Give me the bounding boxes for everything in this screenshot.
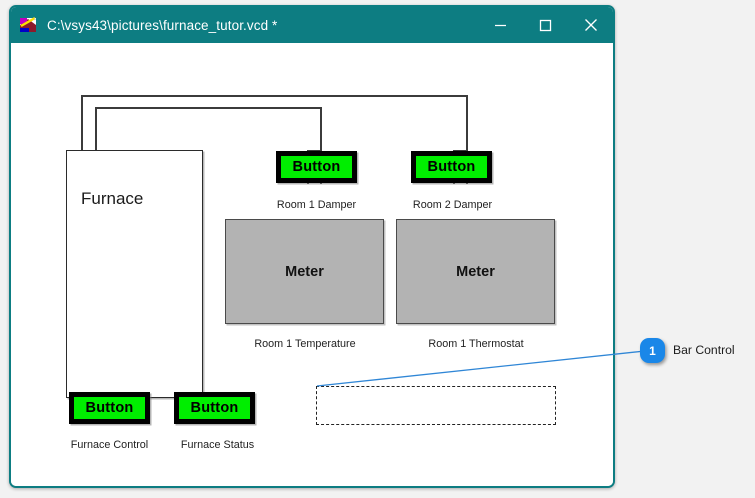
minimize-icon	[495, 24, 506, 26]
bar-control-widget[interactable]	[316, 386, 556, 425]
maximize-icon	[539, 19, 552, 31]
caption-room-2-damper: Room 2 Damper	[412, 199, 493, 211]
window-controls	[478, 7, 613, 43]
caption-room-1-temperature: Room 1 Temperature	[254, 338, 356, 350]
button-widget-furnace-status[interactable]: Button	[174, 392, 255, 424]
button-face: Button	[179, 397, 250, 419]
meter-widget-room-1-thermostat[interactable]: Meter	[396, 219, 555, 324]
close-button[interactable]	[568, 7, 613, 43]
button-widget-furnace-control[interactable]: Button	[69, 392, 150, 424]
meter-face: Meter	[285, 263, 324, 280]
wire-segment	[95, 107, 321, 109]
caption-room-1-damper: Room 1 Damper	[276, 199, 357, 211]
wire-segment	[307, 150, 321, 152]
app-icon-glyph	[20, 16, 36, 32]
caption-furnace-control: Furnace Control	[70, 439, 149, 451]
wire-segment	[453, 150, 467, 152]
meter-widget-room-1-temperature[interactable]: Meter	[225, 219, 384, 324]
furnace-block[interactable]: Furnace	[66, 150, 203, 398]
wire-segment	[320, 107, 322, 184]
app-icon	[19, 16, 37, 34]
caption-furnace-status: Furnace Status	[180, 439, 255, 451]
close-icon	[584, 19, 597, 31]
button-widget-room-1-damper[interactable]: Button	[276, 151, 357, 183]
meter-face: Meter	[456, 263, 495, 280]
diagram-canvas[interactable]: Furnace Button Room 1 Damper Button Room…	[11, 43, 613, 486]
wire-segment	[81, 95, 83, 150]
maximize-button[interactable]	[523, 7, 568, 43]
button-face: Button	[281, 156, 352, 178]
button-face: Button	[74, 397, 145, 419]
annotation-badge-1: 1	[640, 338, 665, 363]
wire-segment	[95, 107, 97, 150]
window-titlebar[interactable]: C:\vsys43\pictures\furnace_tutor.vcd *	[11, 7, 613, 43]
application-window: C:\vsys43\pictures\furnace_tutor.vcd *	[9, 5, 615, 488]
wire-segment	[81, 95, 467, 97]
button-face: Button	[416, 156, 487, 178]
annotation-label-bar-control: Bar Control	[673, 343, 735, 357]
furnace-label: Furnace	[81, 189, 144, 208]
minimize-button[interactable]	[478, 7, 523, 43]
button-widget-room-2-damper[interactable]: Button	[411, 151, 492, 183]
window-title: C:\vsys43\pictures\furnace_tutor.vcd *	[47, 17, 278, 33]
caption-room-1-thermostat: Room 1 Thermostat	[428, 338, 524, 350]
wire-segment	[466, 95, 468, 184]
